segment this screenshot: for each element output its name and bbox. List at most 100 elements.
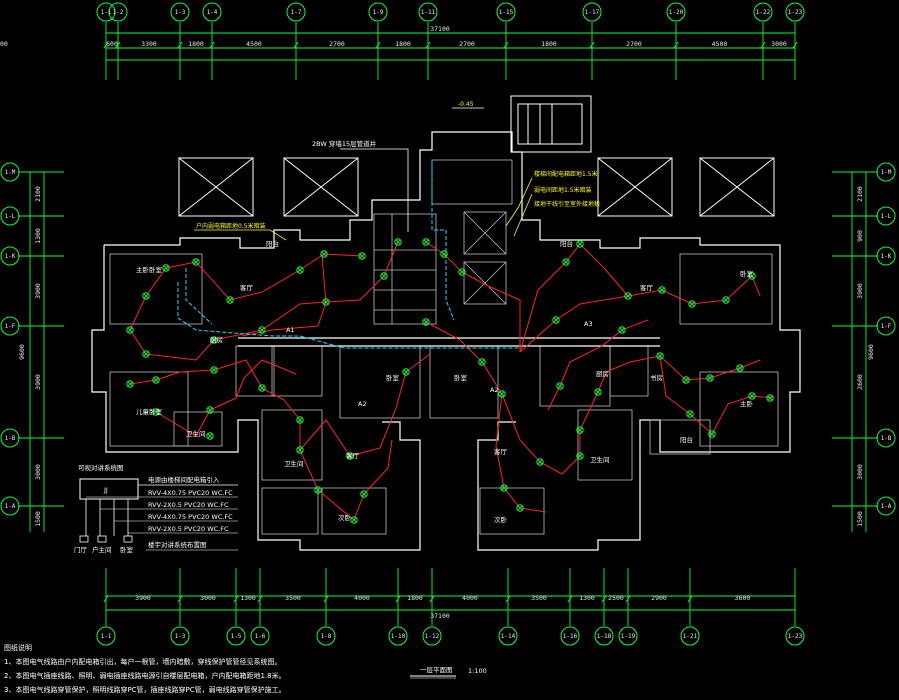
top-axis-1-3: 1-3 — [170, 2, 190, 80]
left-axis-1-F: 1-F — [0, 316, 64, 336]
top-axis-label: 1-9 — [373, 9, 384, 16]
left-axis-column: 9600 — [18, 172, 45, 532]
right-axis-1-B: 1-B — [832, 428, 896, 448]
top-axis-label: 1-22 — [756, 9, 771, 16]
right-axis-label: 1-A — [881, 503, 892, 510]
top-axis-label: 1-17 — [585, 9, 600, 16]
building-walls — [91, 131, 801, 551]
bottom-dim-11: 3600 — [735, 594, 751, 602]
bottom-dim-6: 4000 — [462, 594, 478, 602]
bottom-axis-1-21: 1-21 — [680, 568, 700, 646]
light-fixture — [206, 432, 214, 440]
right-dim-5: 1500 — [856, 511, 864, 527]
left-axis-label: 1-A — [5, 503, 16, 510]
bottom-axis-label: 1-14 — [501, 633, 516, 640]
left-dim-3: 3900 — [34, 374, 42, 390]
bottom-dim-3: 3500 — [285, 594, 301, 602]
light-fixture — [594, 388, 602, 396]
light-fixtures — [126, 238, 774, 524]
right-axis-1-F: 1-F — [832, 316, 896, 336]
light-fixture — [206, 406, 214, 414]
top-dim-9: 4500 — [712, 40, 728, 48]
left-axis-1-A: 1-A — [0, 496, 64, 516]
left-dim-2: 3900 — [34, 283, 42, 299]
notes-line-3: 3、本图电气线路穿管保护，照明线路穿PC管，插座线路穿PC管，弱电线路穿管保护施… — [4, 685, 286, 694]
legend-node-2: 户主间 — [92, 545, 112, 554]
label-balcony-right-top: 阳台 — [560, 239, 573, 248]
light-fixture — [736, 364, 744, 372]
bottom-axis-1-1: 1-1 — [96, 568, 116, 646]
top-axis-1-22: 1-22 — [753, 2, 773, 80]
bottom-axis-1-5: 1-5 — [226, 568, 246, 646]
light-fixture — [722, 296, 730, 304]
right-dim-1: 900 — [856, 230, 864, 242]
light-fixture — [686, 410, 694, 418]
left-dim-1: 1300 — [34, 228, 42, 244]
bottom-dim-4: 4000 — [354, 594, 370, 602]
label-bath-left: 卫生间 — [186, 429, 206, 438]
left-axis-label: 1-L — [5, 213, 16, 220]
light-fixture — [152, 408, 160, 416]
right-axis-column: 9600 — [851, 172, 875, 532]
top-axis-1-15: 1-15 — [496, 2, 516, 80]
bottom-dim-7: 3500 — [531, 594, 547, 602]
legend-box-label: JJ — [103, 486, 108, 494]
left-dim-5: 1500 — [34, 511, 42, 527]
top-axis-label: 1-7 — [291, 9, 302, 16]
label-unit-a1: A1 — [286, 326, 295, 334]
label-living-a2r: 客厅 — [494, 447, 508, 456]
light-fixture — [536, 458, 544, 466]
legend-line-1: RVV-4X0.75 PVC20 WC.FC — [148, 489, 233, 497]
light-fixture — [624, 292, 632, 300]
top-axis-label: 1-2 — [113, 9, 124, 16]
left-axis-1-B: 1-B — [0, 428, 64, 448]
notes-heading: 图纸说明 — [4, 643, 32, 652]
bottom-total-dimension: 37100 — [430, 612, 450, 620]
top-axis-1-20: 1-20 — [666, 2, 686, 80]
top-axis-1-17: 1-17 — [582, 2, 602, 80]
bottom-axis-label: 1-21 — [683, 633, 698, 640]
bottom-axis-label: 1-5 — [231, 633, 242, 640]
bottom-dim-1: 3000 — [200, 594, 216, 602]
sign-right-1: 楼梯间配电箱距地1.5米 — [534, 170, 598, 178]
label-balcony-right: 阳台 — [680, 435, 693, 444]
label-living-right: 客厅 — [640, 283, 654, 292]
light-fixture — [422, 318, 430, 326]
drawing-notes: 图纸说明 1、本图电气线路由户内配电箱引出，每户一根管，墙内暗敷，穿线保护管管径… — [4, 643, 286, 694]
bottom-dim-8: 1300 — [579, 594, 595, 602]
label-unit-a2-right: A2 — [490, 386, 499, 394]
bottom-axis-1-12: 1-12 — [422, 568, 442, 646]
sign-right-3: 接地干线引至室外接地极 — [534, 200, 600, 208]
light-fixture — [440, 250, 448, 258]
light-fixture — [576, 240, 584, 248]
top-axis-label: 1-11 — [421, 9, 436, 16]
light-fixture — [380, 272, 388, 280]
top-dim-1: 3300 — [141, 40, 157, 48]
roof-equipment — [178, 95, 775, 217]
light-fixture — [656, 352, 664, 360]
top-dim-2: 1800 — [188, 40, 204, 48]
notes-line-1: 1、本图电气线路由户内配电箱引出，每户一根管，墙内暗敷，穿线保护管管径见系统图。 — [4, 657, 281, 666]
bottom-axis-1-19: 1-19 — [618, 568, 638, 646]
bottom-axis-1-3: 1-3 — [170, 568, 190, 646]
label-unit-a3: A3 — [584, 320, 593, 328]
light-fixture — [402, 368, 410, 376]
right-axis-label: 1-F — [881, 323, 892, 330]
label-child-bed-left: 儿童卧室 — [136, 407, 163, 416]
top-axis-1-1: 1-1 — [96, 2, 116, 80]
left-axis-1-K: 1-K — [0, 246, 64, 266]
light-fixture — [516, 504, 524, 512]
legend-line-3: RVV-4X0.75 PVC20 WC.FC — [148, 513, 233, 521]
top-axis-label: 1-23 — [788, 9, 803, 16]
lighting-circuits — [129, 160, 775, 521]
light-fixture — [346, 452, 354, 460]
label-living-a2l: 客厅 — [346, 451, 360, 460]
bottom-axis-1-14: 1-14 — [498, 568, 518, 646]
light-fixture — [576, 426, 584, 434]
left-dim-4: 3000 — [34, 464, 42, 480]
top-axis-1-7: 1-7 — [286, 2, 306, 80]
top-axis-label: 1-15 — [499, 9, 514, 16]
light-fixture — [618, 326, 626, 334]
label-bedroom-a2l: 卧室 — [386, 373, 400, 382]
right-total-dimension: 9600 — [867, 344, 875, 360]
